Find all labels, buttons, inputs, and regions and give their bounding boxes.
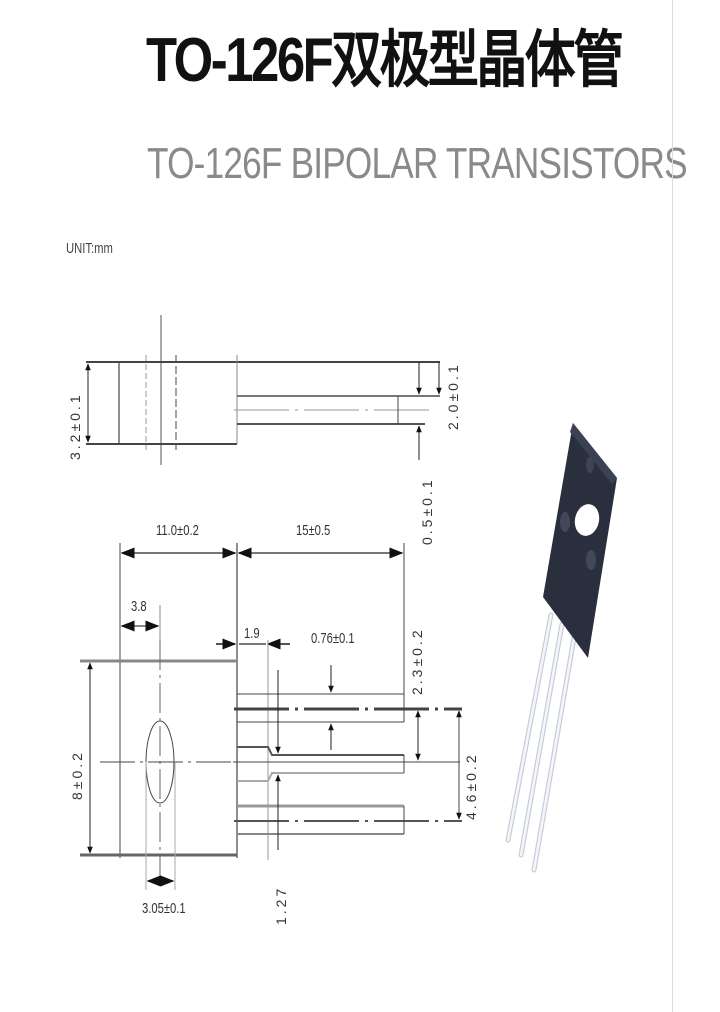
dim-lead-offset: 2.0±0.1 [445,362,461,430]
dim-body-length: 11.0±0.2 [156,521,199,538]
unit-label: UNIT:mm [66,240,113,257]
dim-lead-edge-offset: 2.3±0.2 [409,627,425,695]
dim-body-thickness: 3.2±0.1 [67,392,83,460]
top-view [80,543,462,890]
dim-lead-shoulder: 1.9 [244,624,260,641]
dim-hole-offset: 3.8 [131,597,147,614]
dim-lead-span: 4.6±0.2 [463,752,479,820]
dim-lead-width: 0.76±0.1 [311,629,355,646]
transistor-photo [505,423,617,873]
dim-hole-diameter: 3.05±0.1 [142,899,186,916]
page-border [672,0,673,1012]
dim-lead-length: 15±0.5 [296,521,330,538]
page-title-chinese: TO-126F双极型晶体管 [146,26,624,95]
dim-body-width: 8±0.2 [69,750,85,800]
dim-lead-thickness: 0.5±0.1 [419,477,435,545]
side-view [85,315,442,465]
dim-lead-pitch: 1.27 [273,886,289,925]
page-title-english: TO-126F BIPOLAR TRANSISTORS [147,139,688,188]
